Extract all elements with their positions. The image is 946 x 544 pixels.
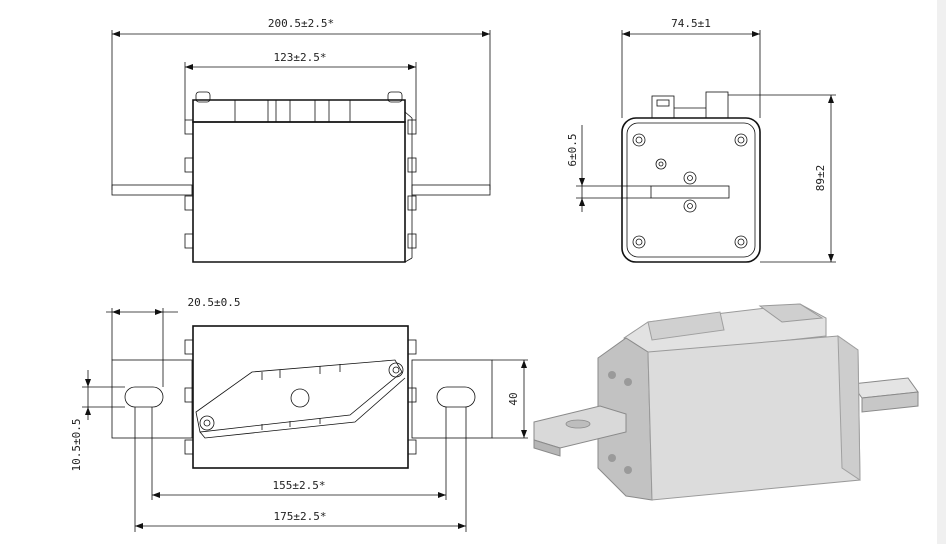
fuse-3d-render [533,303,919,501]
top-dimensions: 20.5±0.5 10.5±0.5 40 155±2.5* 175±2.5* [70,296,528,532]
blade-thickness-label: 6±0.5 [566,133,579,166]
body-length-label: 123±2.5* [274,51,327,64]
top-right-blade [411,359,493,439]
blade-width-label: 40 [507,392,520,405]
hole-spacing-label: 155±2.5* [273,479,326,492]
indicator-strip [195,359,403,433]
side-dimensions: 74.5±1 89±2 6±0.5 [566,17,836,263]
slot-width-label: 10.5±0.5 [70,419,83,472]
slot-outer-label: 175±2.5* [274,510,327,523]
top-body [192,325,409,469]
page-edge-strip [937,0,946,544]
front-top-cap [192,99,406,123]
height-label: 89±2 [814,165,827,192]
side-screws [632,133,748,249]
render-main-body [647,335,861,501]
front-dimensions: 200.5±2.5* 123±2.5* [111,17,491,190]
front-body [192,121,406,263]
side-blade-section [650,185,730,199]
front-view [111,91,491,263]
side-view [621,91,761,263]
width-label: 74.5±1 [671,17,711,30]
side-body [621,117,761,263]
front-left-blade [111,184,193,196]
front-right-blade [411,184,491,196]
blade-end-label: 20.5±0.5 [188,296,241,309]
top-view [111,325,493,469]
overall-length-label: 200.5±2.5* [268,17,334,30]
